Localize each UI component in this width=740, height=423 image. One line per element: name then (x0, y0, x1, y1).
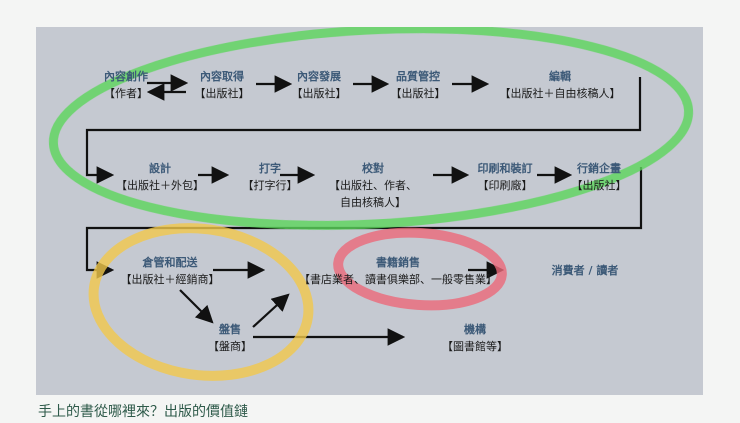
node-role: 【出版社＋自由核稿人】 (499, 87, 621, 100)
node-title: 印刷和裝訂 (477, 162, 533, 175)
node-marketing: 行銷企畫【出版社】 (572, 160, 627, 194)
node-title: 品質管控 (396, 70, 440, 83)
node-role: 【書店業者、讀書俱樂部、一般零售業】 (299, 273, 497, 286)
red-highlight-circle (333, 227, 507, 311)
node-role: 【出版社＋外包】 (116, 179, 204, 192)
node-title: 消費者 / 讀者 (551, 264, 619, 277)
node-title: 內容發展 (297, 70, 341, 83)
diagram-arrows (48, 27, 694, 381)
node-role: 【盤商】 (208, 340, 252, 353)
node-title: 行銷企畫 (577, 162, 621, 175)
node-editing: 編輯【出版社＋自由核稿人】 (500, 68, 621, 102)
node-quality-control: 品質管控【出版社】 (391, 68, 446, 102)
node-role-line2: 自由核稿人】 (340, 196, 406, 209)
arrow (252, 293, 290, 328)
node-wholesale: 盤售【盤商】 (208, 321, 252, 355)
node-role: 【出版社＋經銷商】 (120, 273, 220, 286)
connector-arrow (85, 77, 642, 184)
node-printing-binding: 印刷和裝訂【印刷廠】 (478, 160, 533, 194)
node-warehouse-distribution: 倉管和配送【出版社＋經銷商】 (121, 254, 220, 288)
node-design: 設計【出版社＋外包】 (116, 160, 204, 194)
node-content-acquisition: 內容取得【出版社】 (195, 68, 250, 102)
node-role: 【打字行】 (242, 179, 298, 192)
node-institution: 機構【圖書館等】 (442, 321, 508, 355)
node-role: 【印刷廠】 (477, 179, 533, 192)
figure-caption: 手上的書從哪裡來？出版的價值鏈 (38, 404, 248, 420)
node-role: 【圖書館等】 (442, 340, 508, 353)
node-title: 編輯 (549, 70, 571, 83)
node-content-creation: 內容創作【作者】 (104, 68, 148, 102)
node-role: 【出版社】 (194, 87, 250, 100)
node-title: 打字 (259, 162, 281, 175)
node-title: 內容取得 (200, 70, 244, 83)
publishing-value-chain-diagram: 內容創作【作者】 內容取得【出版社】 內容發展【出版社】 品質管控【出版社】 編… (36, 27, 703, 395)
node-title: 內容創作 (104, 70, 148, 83)
node-consumer: 消費者 / 讀者 (552, 262, 619, 279)
node-title: 設計 (149, 162, 171, 175)
node-role: 【出版社】 (291, 87, 347, 100)
green-highlight-circle (48, 27, 694, 230)
yellow-highlight-circle (88, 223, 314, 381)
node-role: 【出版社、作者、 (329, 179, 417, 192)
node-role: 【出版社】 (390, 87, 446, 100)
node-typesetting: 打字【打字行】 (243, 160, 298, 194)
node-content-development: 內容發展【出版社】 (292, 68, 347, 102)
node-title: 盤售 (219, 323, 241, 336)
node-proofreading: 校對【出版社、作者、自由核稿人】 (329, 160, 417, 211)
node-title: 書籍銷售 (376, 256, 420, 269)
node-title: 機構 (464, 323, 486, 336)
node-role: 【作者】 (104, 87, 148, 100)
node-title: 倉管和配送 (142, 256, 198, 269)
arrow (179, 289, 214, 324)
node-title: 校對 (362, 162, 384, 175)
node-book-sales: 書籍銷售【書店業者、讀書俱樂部、一般零售業】 (299, 254, 497, 288)
node-role: 【出版社】 (571, 179, 627, 192)
